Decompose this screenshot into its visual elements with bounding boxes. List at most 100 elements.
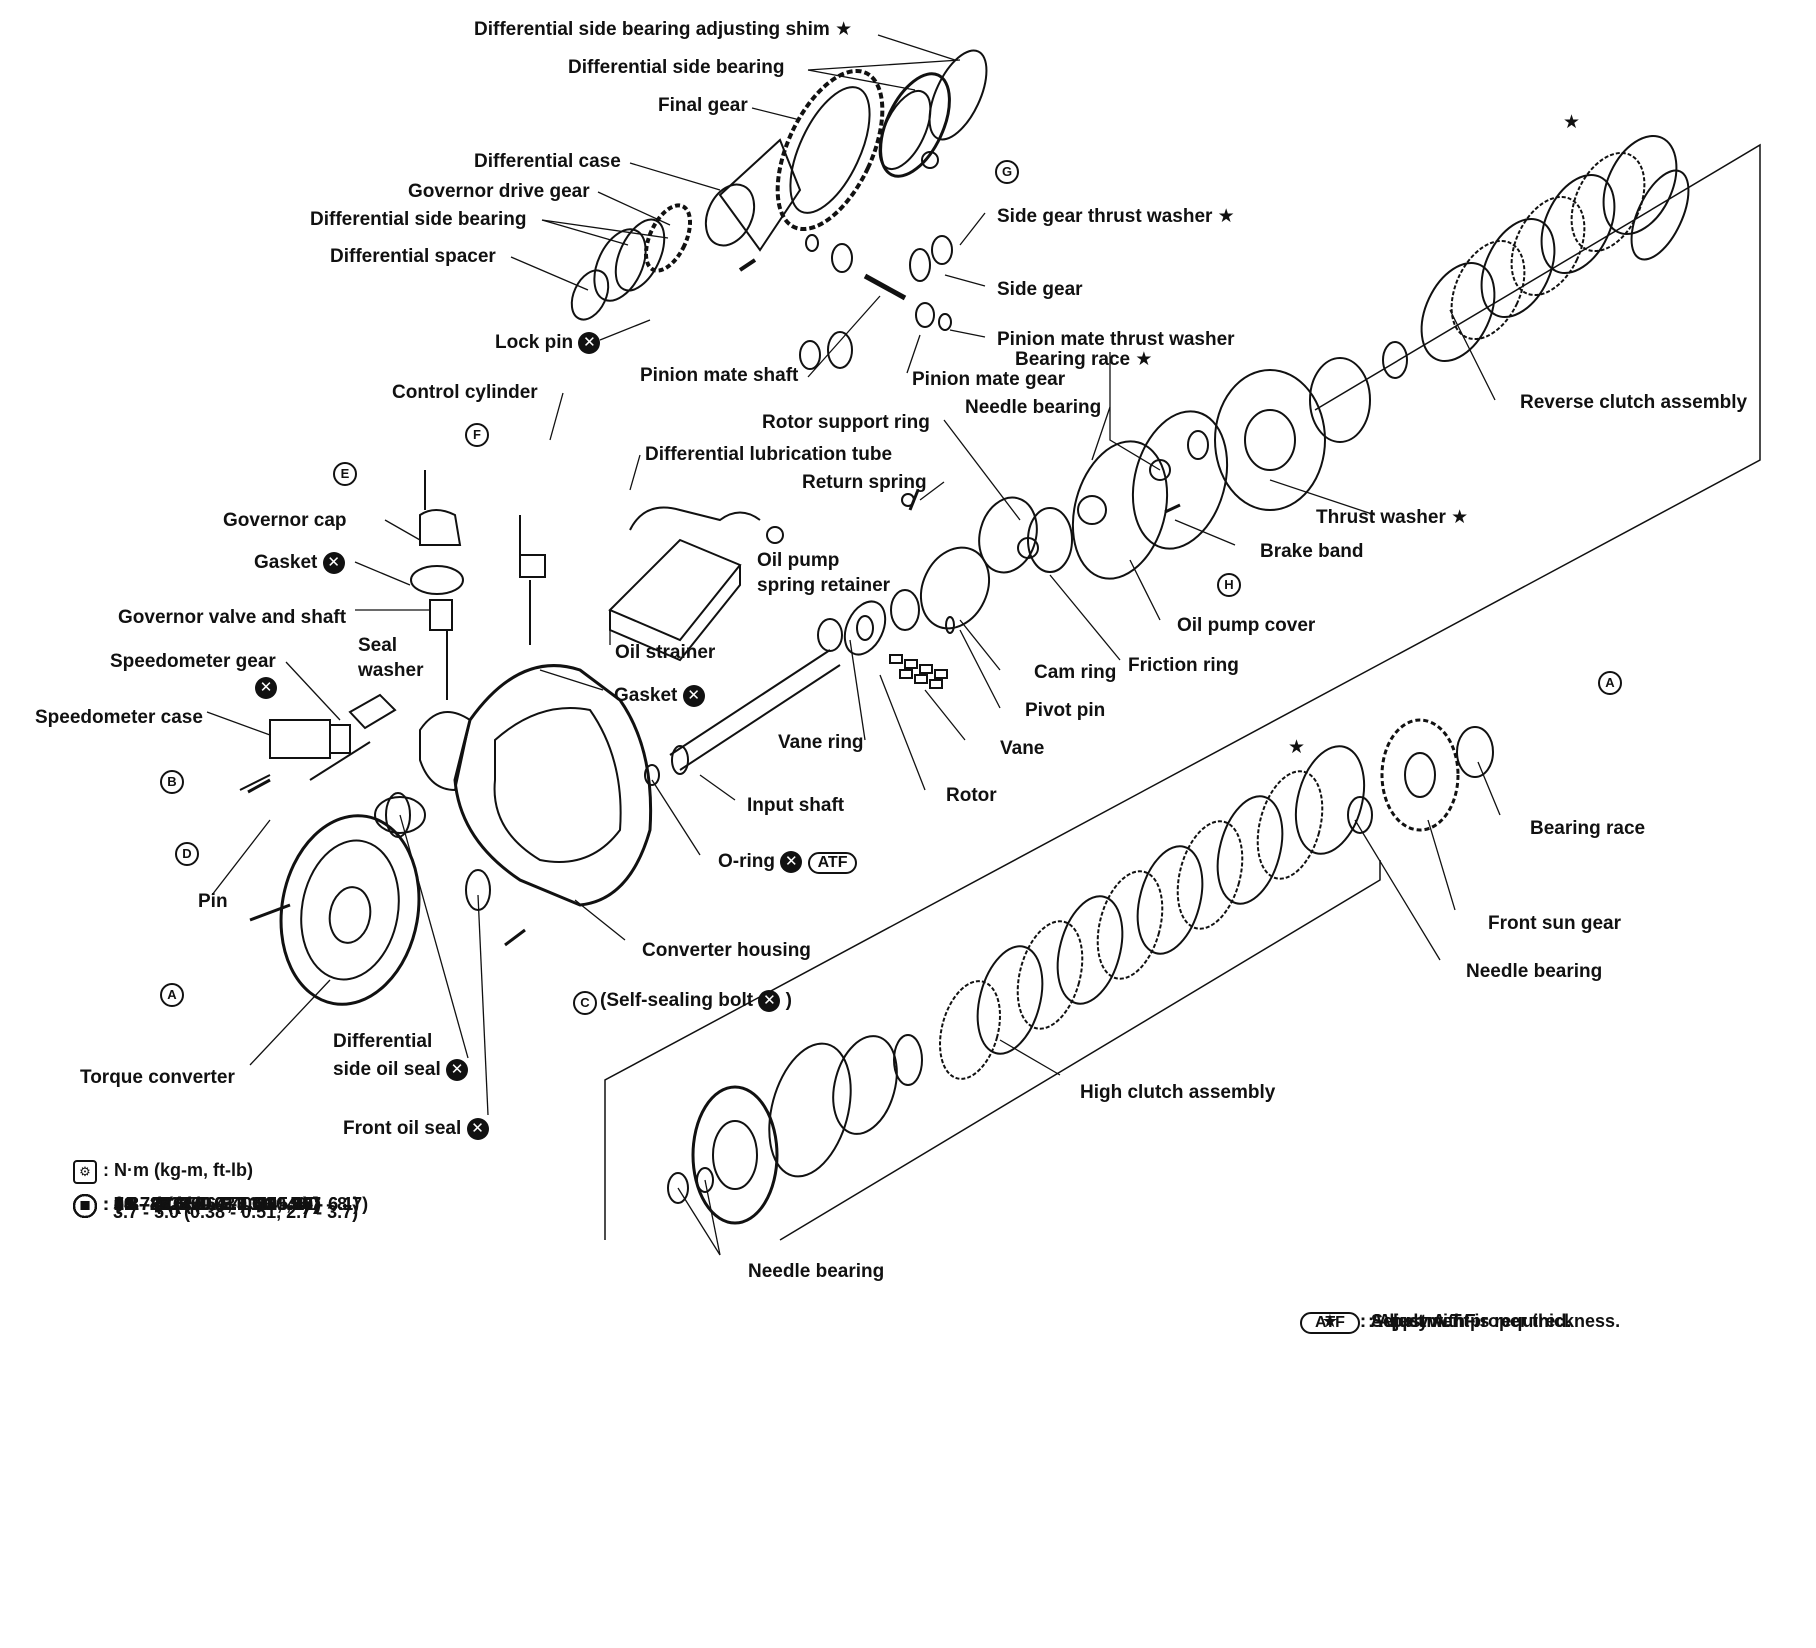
replace-x-icon: ✕: [780, 851, 803, 873]
callout-f-letter: F: [465, 423, 489, 447]
torque-value: : 21 - 23 (2.1 - 2.3, 15 - 17): [103, 1194, 320, 1214]
legend-atf-row: ATF : Apply A.T.F.: [1300, 1312, 1479, 1334]
torque-unit-text: : N·m (kg-m, ft-lb): [103, 1160, 253, 1180]
callout-h: H: [1217, 573, 1247, 597]
speedometer-group: [239, 693, 397, 791]
torque-value: : 9.1 - 11.8 (0.93 - 1.20, 6.7 - 8.7): [103, 1194, 369, 1214]
label-rotor-support-ring: Rotor support ring: [762, 412, 930, 433]
callout-a-letter: A: [1598, 671, 1622, 695]
label-front-sun-gear: Front sun gear: [1488, 913, 1622, 934]
torque-row: O : 21 - 23 (2.1 - 2.3, 15 - 17): [73, 1194, 319, 1218]
leader-lines: [206, 34, 1501, 1256]
legend-atf-text: : Apply A.T.F.: [1368, 1311, 1479, 1331]
label-rotor: Rotor: [946, 785, 997, 806]
label-pin: Pin: [198, 891, 228, 912]
reverse-clutch-group: [1214, 134, 1690, 511]
label-return-spring: Return spring: [802, 472, 927, 493]
torque-value: 3.7 - 5.0 (0.38 - 0.51, 2.7 - 3.7): [103, 1202, 359, 1222]
torque-key: O: [73, 1194, 97, 1218]
callout-d-letter: D: [175, 842, 199, 866]
replace-x-icon: ✕: [682, 685, 705, 707]
torque-value: : 74 - 88 (7.5 - 9.0, 54 - 65): [103, 1194, 320, 1214]
label-pinion-mate-thrust-washer: Pinion mate thrust washer: [997, 329, 1235, 350]
callout-c: C: [573, 991, 603, 1015]
torque-value: : 16 - 21 (1.6 - 2.1, 12 - 15): [103, 1194, 320, 1214]
replace-x-icon: ✕: [446, 1059, 469, 1081]
label-pinion-mate-gear: Pinion mate gear: [912, 369, 1066, 390]
label-diff-lubrication-tube: Differential lubrication tube: [645, 444, 893, 465]
replace-x-icon: ✕: [322, 552, 345, 574]
label-governor-drive-gear: Governor drive gear: [408, 181, 590, 202]
label-front-oil-seal: Front oil seal ✕: [343, 1118, 489, 1140]
label-gasket-governor: Gasket ✕: [254, 552, 345, 574]
self-sealing-bolt-text: (Self-sealing bolt: [600, 990, 754, 1012]
hollow-star-icon: ☆: [1321, 1311, 1339, 1331]
star-icon: ★: [1321, 1311, 1339, 1331]
lock-pin-text: Lock pin: [495, 332, 574, 354]
label-side-gear-thrust-washer: Side gear thrust washer ★: [997, 206, 1235, 227]
label-friction-ring: Friction ring: [1128, 655, 1239, 676]
callout-d: D: [175, 842, 205, 866]
callout-f: F: [465, 423, 495, 447]
torque-value: : 16 - 21 (1.6 - 2.1, 12 - 15): [103, 1194, 320, 1214]
star-high-clutch: ★: [1288, 737, 1306, 758]
oil-pump-group: [817, 410, 1229, 656]
replace-x-icon: ✕: [578, 332, 601, 354]
atf-badge-icon: ATF: [1300, 1312, 1360, 1334]
torque-value: : 20 - 26 (2.0 - 2.7, 14 - 20): [103, 1194, 320, 1214]
front-oil-seal-text: Front oil seal: [343, 1118, 462, 1140]
label-oil-pump-cover: Oil pump cover: [1177, 615, 1316, 636]
high-clutch-group: [667, 718, 1494, 1225]
torque-value: : 31 - 37 (3.2 - 3.8, 23 - 27): [103, 1194, 320, 1214]
torque-value: : 16 - 21 (1.6 - 2.1, 12 - 15): [103, 1194, 320, 1214]
legend-hollow-star-row: ☆: Adjustment is required.: [1300, 1312, 1571, 1330]
replace-x-icon-speedo: ✕: [255, 677, 277, 699]
label-vane: Vane: [1000, 738, 1045, 759]
label-cam-ring: Cam ring: [1034, 662, 1117, 683]
callout-a-left: A: [160, 983, 190, 1007]
diff-oil-seal-text: side oil seal: [333, 1059, 441, 1081]
label-needle-bearing-right: Needle bearing: [1466, 961, 1603, 982]
torque-value: : 6.3 - 8.3 (0.64 - 0.85, 4.6 - 6.1): [103, 1194, 360, 1214]
torque-row: D: 20 - 26 (2.0 - 2.7, 14 - 20): [73, 1194, 319, 1218]
callout-g: G: [995, 160, 1025, 184]
label-diff-side-bearing-top: Differential side bearing: [568, 57, 785, 78]
label-washer: washer: [358, 660, 424, 681]
legend-star-row: ★ : Select with proper thickness.: [1300, 1312, 1620, 1330]
label-diff-side-bearing-shim: Differential side bearing adjusting shim…: [474, 19, 853, 40]
torque-row: F: 6.3 - 8.3 (0.64 - 0.85, 4.6 - 6.1): [73, 1194, 359, 1218]
label-speedometer-case: Speedometer case: [35, 707, 203, 728]
reverse-group-frame: [604, 143, 1761, 1240]
label-lock-pin: Lock pin ✕: [495, 332, 601, 354]
torque-wrench-icon: ⚙: [73, 1160, 97, 1184]
legend-star-text: : Select with proper thickness.: [1360, 1311, 1621, 1331]
atf-badge: ATF: [807, 852, 858, 875]
torque-legend: ⚙ : N·m (kg-m, ft-lb) A: 39 - 49 (4.0 - 5…: [73, 1160, 368, 1221]
label-diff-side-oil-seal-1: Differential: [333, 1031, 433, 1052]
torque-row: 3.7 - 5.0 (0.38 - 0.51, 2.7 - 3.7): [73, 1194, 358, 1221]
torque-row: A: 39 - 49 (4.0 - 5.0, 29 - 36): [73, 1194, 319, 1218]
label-brake-band: Brake band: [1260, 541, 1364, 562]
label-oil-pump-retainer-2: spring retainer: [757, 575, 891, 596]
label-final-gear: Final gear: [658, 95, 748, 116]
label-seal: Seal: [358, 635, 398, 656]
input-shaft: [644, 649, 841, 786]
label-self-sealing-bolt: (Self-sealing bolt ✕ ): [600, 990, 792, 1012]
star-reverse-clutch: ★: [1563, 112, 1581, 133]
gasket-governor-text: Gasket: [254, 552, 318, 574]
label-differential-case: Differential case: [474, 151, 621, 172]
torque-value: : { 5 - 7 (0.5 - 0.7, 3.6 - 5.1): [103, 1194, 322, 1214]
callout-b-letter: B: [160, 770, 184, 794]
callout-a-right: A: [1598, 671, 1628, 695]
callout-b: B: [160, 770, 190, 794]
torque-unit-row: ⚙ : N·m (kg-m, ft-lb): [73, 1160, 253, 1184]
converter-housing: [385, 664, 653, 911]
label-governor-cap: Governor cap: [223, 510, 347, 531]
callout-e-letter: E: [333, 462, 357, 486]
label-reverse-clutch-assembly: Reverse clutch assembly: [1520, 392, 1748, 413]
callout-a-letter: A: [160, 983, 184, 1007]
label-bearing-race-right: Bearing race: [1530, 818, 1646, 839]
callout-h-letter: H: [1217, 573, 1241, 597]
label-needle-bearing-top: Needle bearing: [965, 397, 1102, 418]
